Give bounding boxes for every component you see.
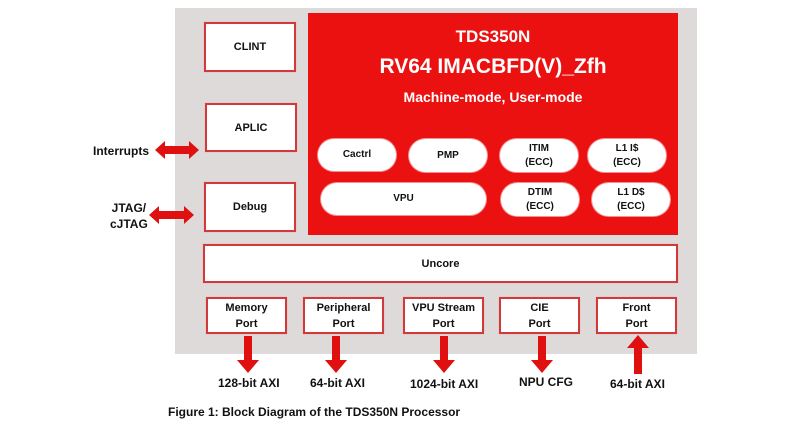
front-port: Front Port bbox=[596, 297, 677, 334]
core-block: TDS350N RV64 IMACBFD(V)_Zfh Machine-mode… bbox=[308, 13, 678, 235]
uncore-label: Uncore bbox=[421, 257, 460, 270]
port-sublabel: Port bbox=[528, 317, 551, 330]
core-isa: RV64 IMACBFD(V)_Zfh bbox=[379, 55, 607, 78]
debug-label: Debug bbox=[232, 201, 268, 213]
peripheral-bus-label: 64-bit AXI bbox=[310, 376, 365, 390]
port-label: Memory bbox=[225, 301, 268, 314]
port-label: Peripheral bbox=[316, 301, 371, 314]
unit-label: ITIM bbox=[529, 142, 549, 154]
figure-caption: Figure 1: Block Diagram of the TDS350N P… bbox=[168, 405, 461, 419]
jtag-label: JTAG/ cJTAG bbox=[110, 200, 148, 232]
port-label: CIE bbox=[530, 301, 549, 314]
debug-block: Debug bbox=[204, 182, 296, 232]
core-modes: Machine-mode, User-mode bbox=[403, 89, 583, 105]
port-sublabel: Port bbox=[432, 317, 455, 330]
memory-port: Memory Port bbox=[206, 297, 287, 334]
unit-itim: ITIM (ECC) bbox=[500, 139, 578, 172]
unit-label: PMP bbox=[437, 149, 459, 161]
clint-block: CLINT bbox=[204, 22, 296, 72]
cie-port-arrow-icon bbox=[531, 336, 553, 373]
peripheral-port-arrow-icon bbox=[325, 336, 347, 373]
unit-label: VPU bbox=[393, 193, 414, 204]
port-sublabel: Port bbox=[235, 317, 258, 330]
unit-label: Cactrl bbox=[342, 149, 372, 160]
front-bus-label: 64-bit AXI bbox=[610, 377, 665, 391]
core-name: TDS350N bbox=[455, 27, 531, 46]
vpu-stream-port: VPU Stream Port bbox=[403, 297, 484, 334]
unit-label: L1 I$ bbox=[615, 142, 639, 154]
cie-port: CIE Port bbox=[499, 297, 580, 334]
unit-vpu: VPU bbox=[321, 183, 486, 215]
vpu-stream-port-arrow-icon bbox=[433, 336, 455, 373]
peripheral-port: Peripheral Port bbox=[303, 297, 384, 334]
jtag-bidirectional-arrow-icon bbox=[149, 206, 194, 224]
vpu-stream-bus-label: 1024-bit AXI bbox=[410, 377, 479, 391]
unit-l1-icache: L1 I$ (ECC) bbox=[588, 139, 666, 172]
aplic-label: APLIC bbox=[234, 121, 268, 134]
unit-sublabel: (ECC) bbox=[526, 200, 554, 212]
unit-sublabel: (ECC) bbox=[617, 200, 645, 212]
memory-bus-label: 128-bit AXI bbox=[218, 376, 280, 390]
unit-sublabel: (ECC) bbox=[525, 156, 553, 168]
cie-bus-label: NPU CFG bbox=[519, 375, 573, 389]
unit-sublabel: (ECC) bbox=[613, 156, 641, 168]
jtag-label-line2: cJTAG bbox=[110, 217, 148, 231]
aplic-block: APLIC bbox=[205, 103, 297, 152]
unit-pmp: PMP bbox=[409, 139, 487, 172]
front-port-arrow-icon bbox=[627, 335, 649, 374]
port-label: VPU Stream bbox=[412, 301, 475, 314]
clint-label: CLINT bbox=[233, 41, 267, 53]
unit-cactrl: Cactrl bbox=[318, 139, 396, 171]
jtag-label-line1: JTAG/ bbox=[111, 201, 147, 215]
unit-label: DTIM bbox=[527, 186, 553, 198]
unit-l1-dcache: L1 D$ (ECC) bbox=[592, 183, 670, 216]
memory-port-arrow-icon bbox=[237, 336, 259, 373]
unit-dtim: DTIM (ECC) bbox=[501, 183, 579, 216]
interrupts-label: Interrupts bbox=[93, 144, 150, 158]
interrupts-bidirectional-arrow-icon bbox=[155, 141, 199, 159]
port-sublabel: Port bbox=[332, 317, 355, 330]
port-label: Front bbox=[622, 301, 651, 314]
unit-label: L1 D$ bbox=[617, 186, 645, 198]
uncore-block: Uncore bbox=[203, 244, 678, 283]
port-sublabel: Port bbox=[625, 317, 648, 330]
